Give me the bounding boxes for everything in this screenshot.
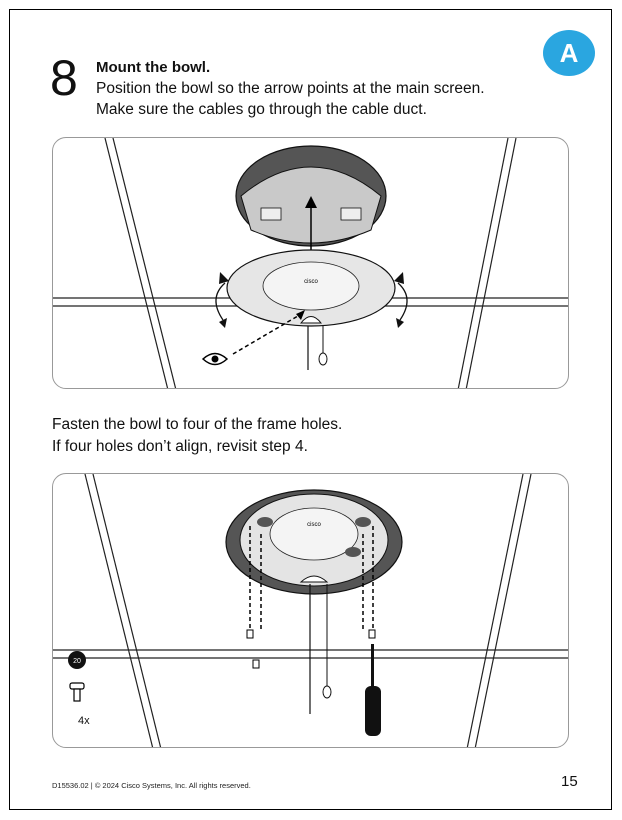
page-border (9, 9, 612, 810)
step-title: Mount the bowl. (96, 59, 211, 76)
cisco-logo: cisco (304, 279, 318, 285)
step-line-2: Make sure the cables go through the cabl… (96, 101, 427, 118)
step-number: 8 (50, 50, 78, 106)
section-badge: A (543, 30, 595, 76)
instruction-line-1: Fasten the bowl to four of the frame hol… (52, 416, 343, 433)
screw-quantity: 4x (78, 715, 90, 727)
illustration-position-bowl: cisco (52, 137, 569, 389)
footer-copyright: D15536.02 | © 2024 Cisco Systems, Inc. A… (52, 781, 251, 790)
svg-text:20: 20 (73, 658, 81, 665)
cisco-logo: cisco (307, 522, 321, 528)
instruction-line-2: If four holes don’t align, revisit step … (52, 438, 308, 455)
step-line-1: Position the bowl so the arrow points at… (96, 80, 485, 97)
page-number: 15 (561, 773, 578, 790)
screw-icon (69, 682, 85, 690)
illustration-fasten-bowl: cisco 20 (52, 473, 569, 748)
torx-bit-icon (68, 651, 86, 669)
